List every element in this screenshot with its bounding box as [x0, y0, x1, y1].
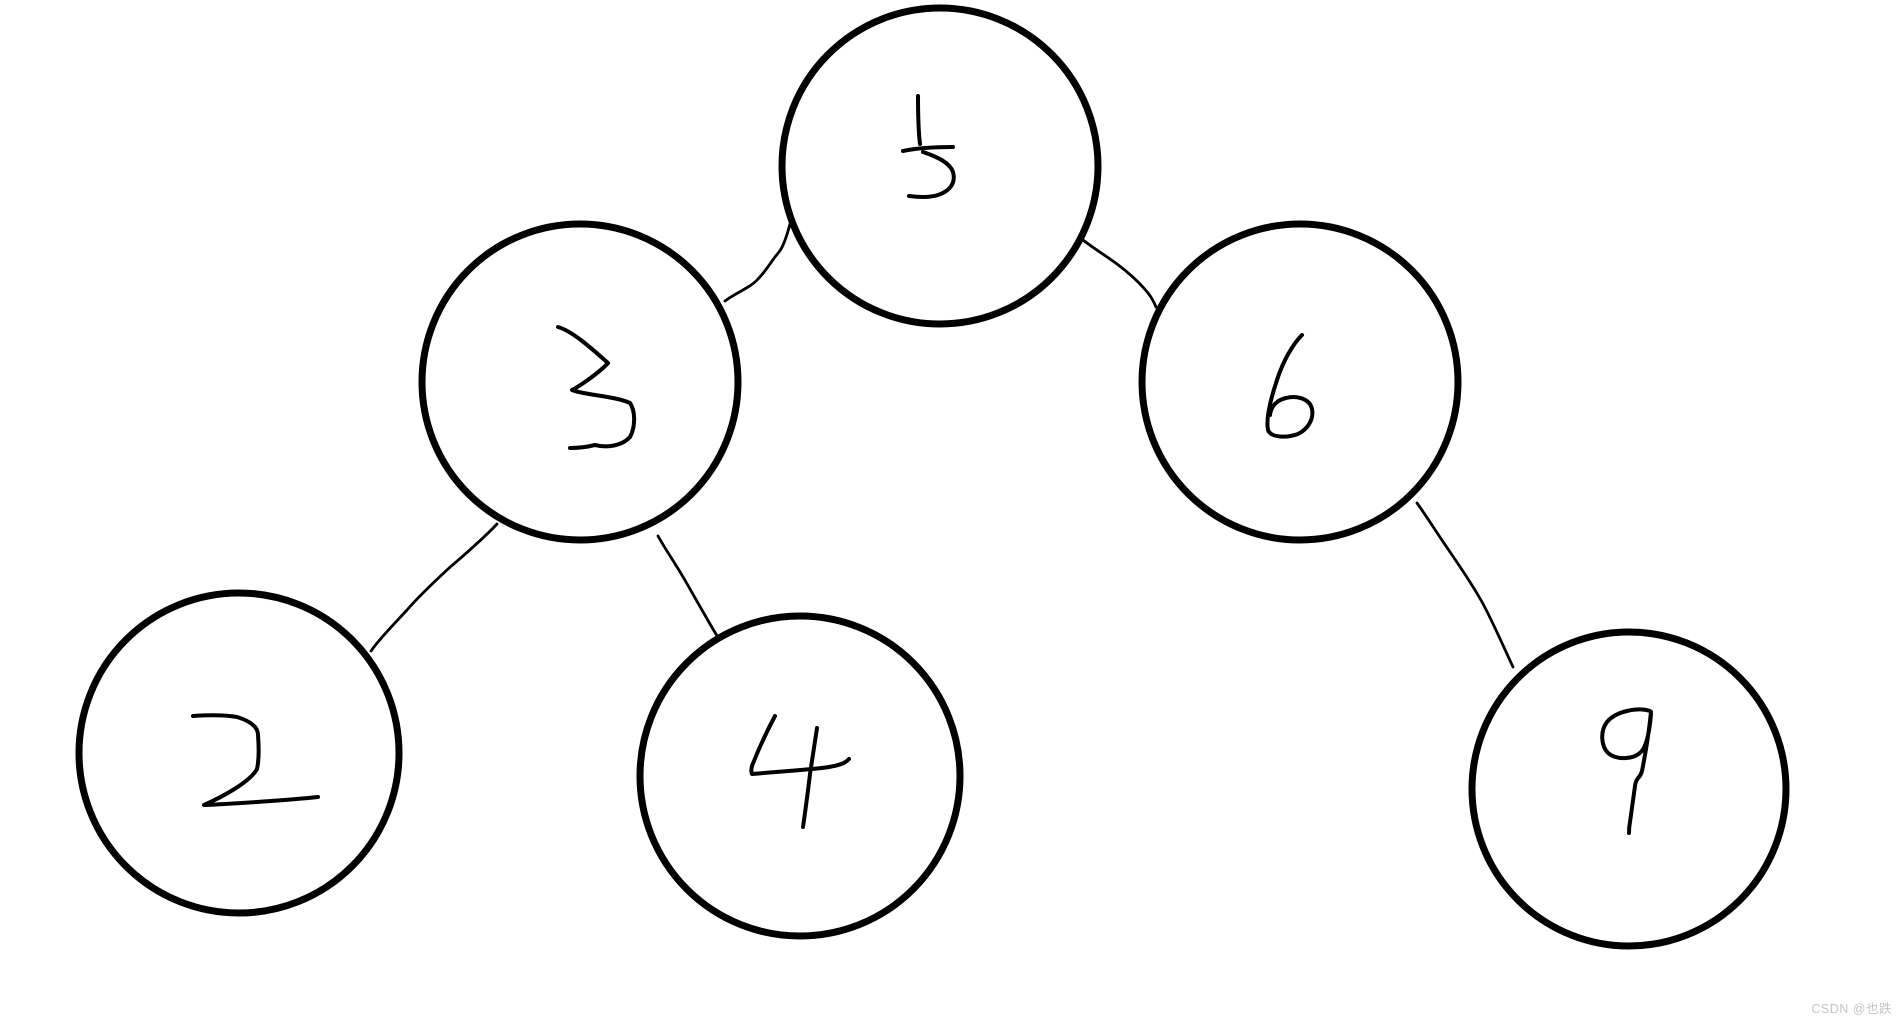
watermark: CSDN @也跌	[1811, 1002, 1892, 1016]
tree-node-3	[418, 220, 742, 544]
node-value-digit-5	[901, 94, 956, 199]
node-circle-6	[1138, 220, 1462, 544]
node-circle-4	[636, 612, 964, 940]
tree-edge-5-6	[1076, 234, 1158, 309]
node-value-digit-4	[749, 714, 851, 829]
tree-edge-6-9	[1415, 501, 1515, 669]
tree-node-4	[636, 612, 964, 940]
node-circle-5	[778, 4, 1102, 328]
nodes-layer	[75, 4, 1790, 950]
node-value-digit-9	[1600, 707, 1653, 835]
tree-edge-3-2	[369, 522, 499, 653]
tree-edge-3-4	[656, 534, 724, 646]
node-value-digit-3	[556, 325, 637, 450]
node-circle-9	[1468, 628, 1790, 950]
tree-node-6	[1138, 220, 1462, 544]
tree-node-9	[1468, 628, 1790, 950]
node-value-digit-2	[191, 713, 320, 807]
tree-node-5	[778, 4, 1102, 328]
node-circle-2	[75, 589, 403, 917]
node-value-digit-6	[1265, 333, 1315, 439]
node-circle-3	[418, 220, 742, 544]
tree-node-2	[75, 589, 403, 917]
edges-layer	[369, 218, 1515, 669]
tree-edge-5-3	[723, 218, 793, 303]
